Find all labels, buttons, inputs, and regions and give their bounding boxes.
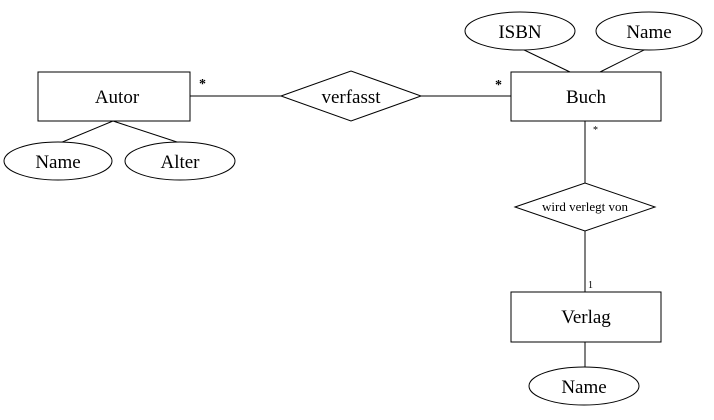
- edge-autor-name: [59, 120, 114, 144]
- entity-autor-label: Autor: [95, 87, 140, 108]
- attribute-buch-isbn-ellipse: [464, 11, 576, 51]
- cardinality-buch-verfasst: *: [495, 78, 502, 93]
- relationship-verfasst-diamond: [279, 70, 423, 122]
- entity-autor[interactable]: Autor: [37, 71, 191, 122]
- attribute-autor-name-label: Name: [35, 152, 80, 173]
- attribute-autor-alter-ellipse: [124, 141, 236, 181]
- attribute-autor-name[interactable]: Name: [3, 141, 113, 181]
- relationship-verfasst-label: verfasst: [321, 87, 381, 108]
- attribute-buch-name-label: Name: [626, 22, 671, 43]
- edge-isbn-buch: [519, 47, 571, 73]
- attribute-buch-isbn[interactable]: ISBN: [464, 11, 576, 51]
- attribute-buch-name-ellipse: [595, 11, 703, 51]
- entity-verlag[interactable]: Verlag: [510, 291, 662, 343]
- entity-buch-box: [510, 71, 662, 122]
- attribute-verlag-name-label: Name: [561, 377, 606, 398]
- entity-verlag-box: [510, 291, 662, 343]
- attribute-verlag-name-ellipse: [528, 366, 640, 406]
- entity-verlag-label: Verlag: [561, 307, 611, 328]
- attribute-autor-name-ellipse: [3, 141, 113, 181]
- relationship-wird-verlegt-von[interactable]: wird verlegt von: [513, 182, 657, 232]
- attribute-autor-alter-label: Alter: [160, 152, 200, 173]
- edge-buchname-buch: [599, 47, 649, 73]
- relationship-wird-verlegt-von-diamond: [513, 182, 657, 232]
- relationship-wird-verlegt-von-label: wird verlegt von: [542, 199, 628, 214]
- cardinality-verlag-verlegt: 1: [588, 280, 593, 291]
- cardinality-buch-verlegt: *: [593, 125, 598, 136]
- entity-buch[interactable]: Buch: [510, 71, 662, 122]
- entity-autor-box: [37, 71, 191, 122]
- relationship-verfasst[interactable]: verfasst: [279, 70, 423, 122]
- attribute-buch-isbn-label: ISBN: [498, 22, 542, 43]
- attribute-autor-alter[interactable]: Alter: [124, 141, 236, 181]
- attribute-verlag-name[interactable]: Name: [528, 366, 640, 406]
- cardinality-autor-verfasst: *: [199, 77, 206, 92]
- entity-buch-label: Buch: [566, 87, 607, 108]
- edge-autor-alter: [112, 120, 181, 144]
- attribute-buch-name[interactable]: Name: [595, 11, 703, 51]
